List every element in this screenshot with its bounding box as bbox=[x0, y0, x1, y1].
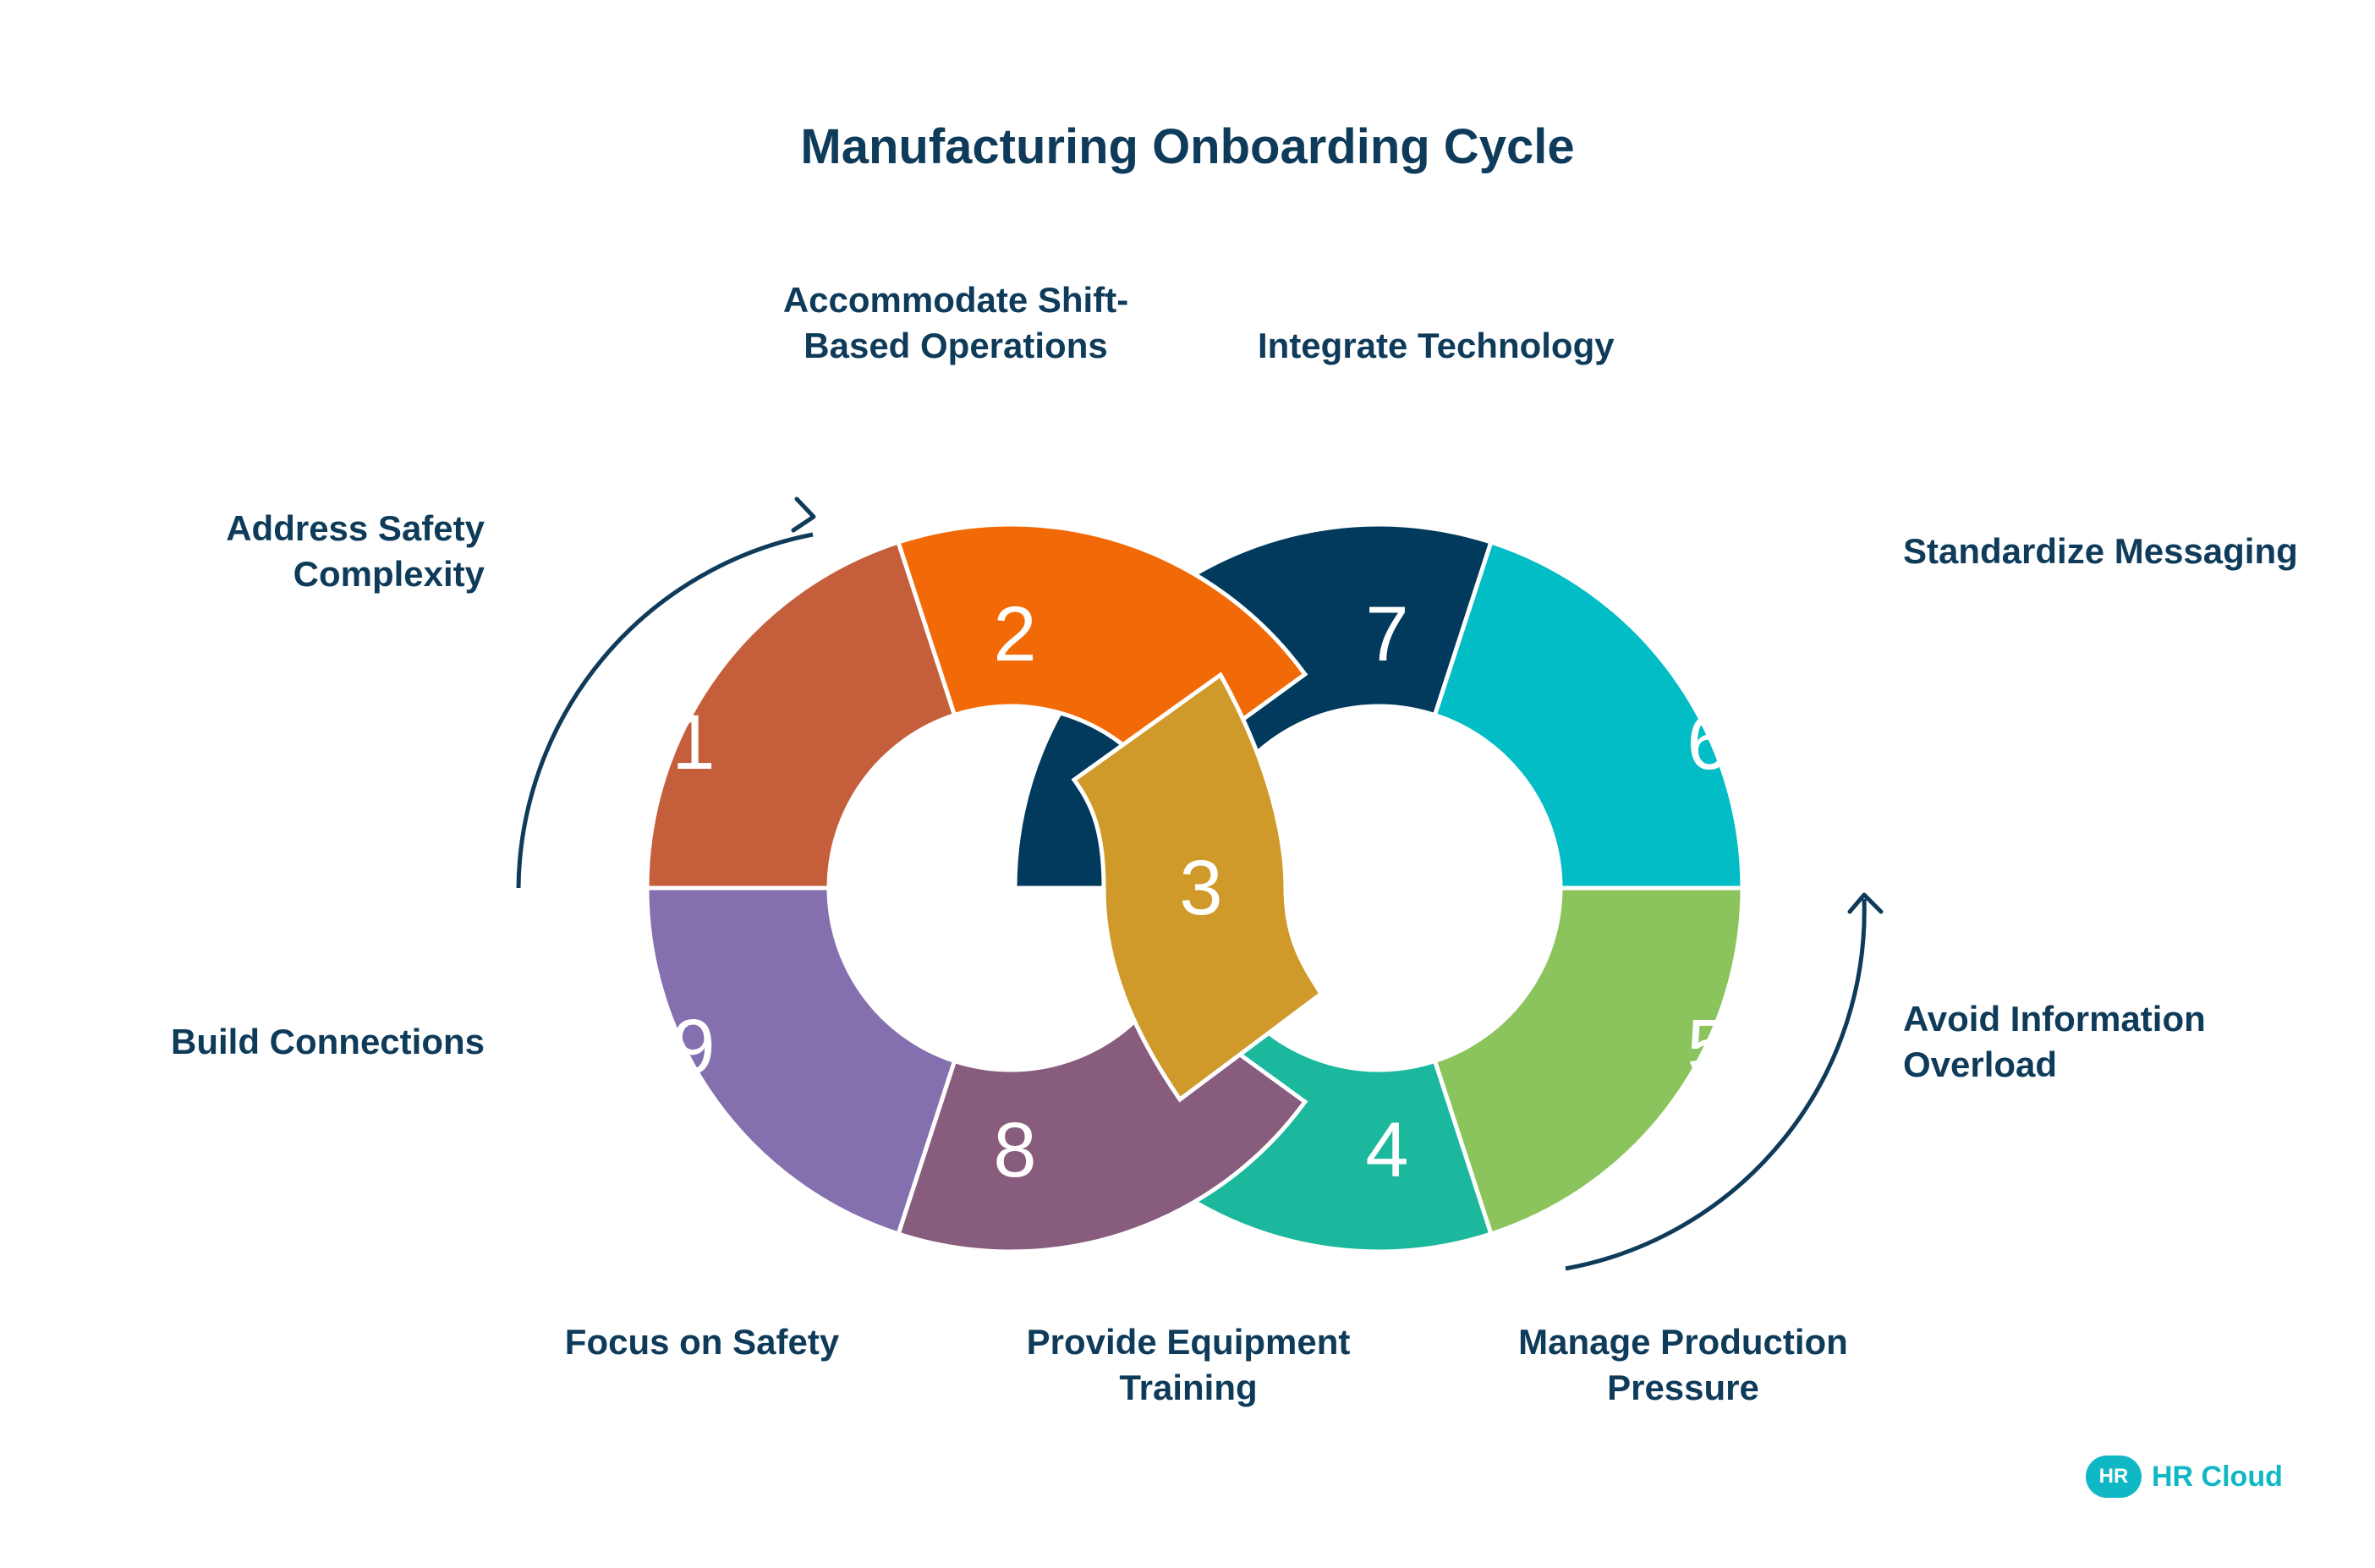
step-9-label: Build Connections bbox=[171, 1022, 485, 1061]
ring-segment-6 bbox=[1432, 539, 1745, 891]
ring-segment-1 bbox=[644, 539, 957, 891]
ring-segment-5 bbox=[1432, 885, 1745, 1237]
step-4-label: Manage Production Pressure bbox=[1518, 1322, 1848, 1407]
step-5-number: 5 bbox=[1687, 1004, 1730, 1090]
logo-wordmark: HR Cloud bbox=[2152, 1460, 2283, 1493]
step-9-number: 9 bbox=[672, 1004, 715, 1090]
arrowhead-right-icon bbox=[1847, 892, 1884, 914]
step-1-label: Address Safety Complexity bbox=[226, 508, 485, 594]
step-8-label: Focus on Safety bbox=[564, 1322, 840, 1362]
arrowhead-left-icon bbox=[791, 496, 816, 533]
ring-segment-9 bbox=[644, 885, 957, 1237]
step-2-label: Accommodate Shift- Based Operations bbox=[782, 280, 1129, 365]
step-6-label: Standardize Messaging bbox=[1903, 531, 2298, 571]
page-title: Manufacturing Onboarding Cycle bbox=[800, 119, 1575, 174]
step-7-label: Integrate Technology bbox=[1258, 326, 1615, 365]
cloud-logo-icon: HR bbox=[2086, 1456, 2142, 1498]
step-2-number: 2 bbox=[993, 591, 1036, 677]
cycle-arrow-left bbox=[516, 532, 814, 889]
ring-segment-3 bbox=[1071, 672, 1325, 1103]
step-8-number: 8 bbox=[993, 1107, 1036, 1193]
step-6-number: 6 bbox=[1687, 699, 1730, 786]
hr-cloud-logo: HR HR Cloud bbox=[2086, 1453, 2283, 1500]
step-1-number: 1 bbox=[672, 699, 715, 786]
step-3-number: 3 bbox=[1179, 845, 1222, 931]
step-4-number: 4 bbox=[1365, 1107, 1408, 1193]
step-7-number: 7 bbox=[1365, 591, 1408, 677]
cycle-arrow-right bbox=[1565, 898, 1867, 1271]
step-3-label: Provide Equipment Training bbox=[1026, 1322, 1351, 1407]
step-5-label: Avoid Information Overload bbox=[1903, 999, 2206, 1084]
